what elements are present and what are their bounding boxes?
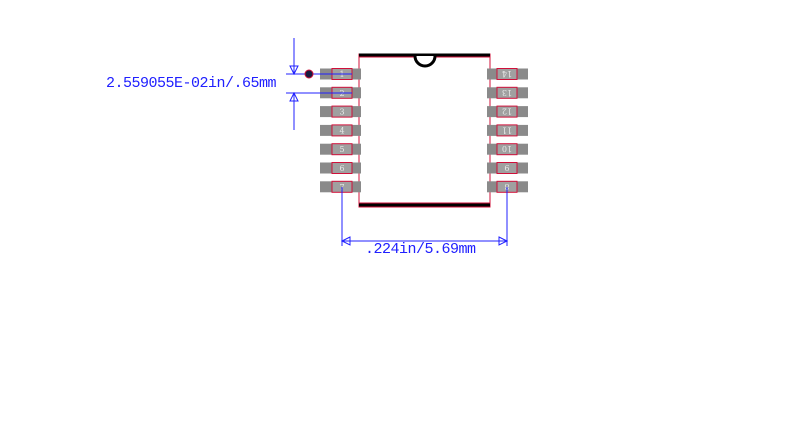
span-dimension-label: .224in/5.69mm (365, 241, 476, 258)
pad-number: 10 (502, 144, 512, 153)
pad-13: 13 (487, 86, 528, 99)
pad-number: 9 (504, 163, 509, 172)
pad-number: 5 (339, 145, 344, 154)
pin1-marker (304, 69, 314, 79)
pad-number: 4 (339, 126, 344, 135)
pad-9: 9 (487, 162, 528, 174)
pad-11: 11 (487, 124, 528, 137)
pin1-notch (413, 55, 437, 68)
pad-7: 7 (320, 180, 361, 193)
package-body (358, 53, 491, 208)
pad-number: 6 (339, 164, 344, 173)
pad-6: 6 (320, 162, 361, 174)
pad-number: 14 (502, 69, 512, 78)
pad-number: 8 (504, 182, 509, 191)
pad-12: 12 (487, 105, 528, 118)
pad-number: 11 (502, 125, 512, 134)
pad-5: 5 (320, 143, 361, 156)
pitch-dimension-label: 2.559055E-02in/.65mm (106, 75, 277, 92)
pad-10: 10 (487, 143, 528, 156)
pitch-dimension (286, 38, 509, 246)
pad-number: 13 (502, 88, 512, 97)
pad-14: 14 (487, 68, 528, 80)
pad-4: 4 (320, 124, 361, 137)
pad-number: 3 (339, 108, 344, 117)
pad-number: 12 (502, 107, 512, 116)
pad-3: 3 (320, 105, 361, 118)
